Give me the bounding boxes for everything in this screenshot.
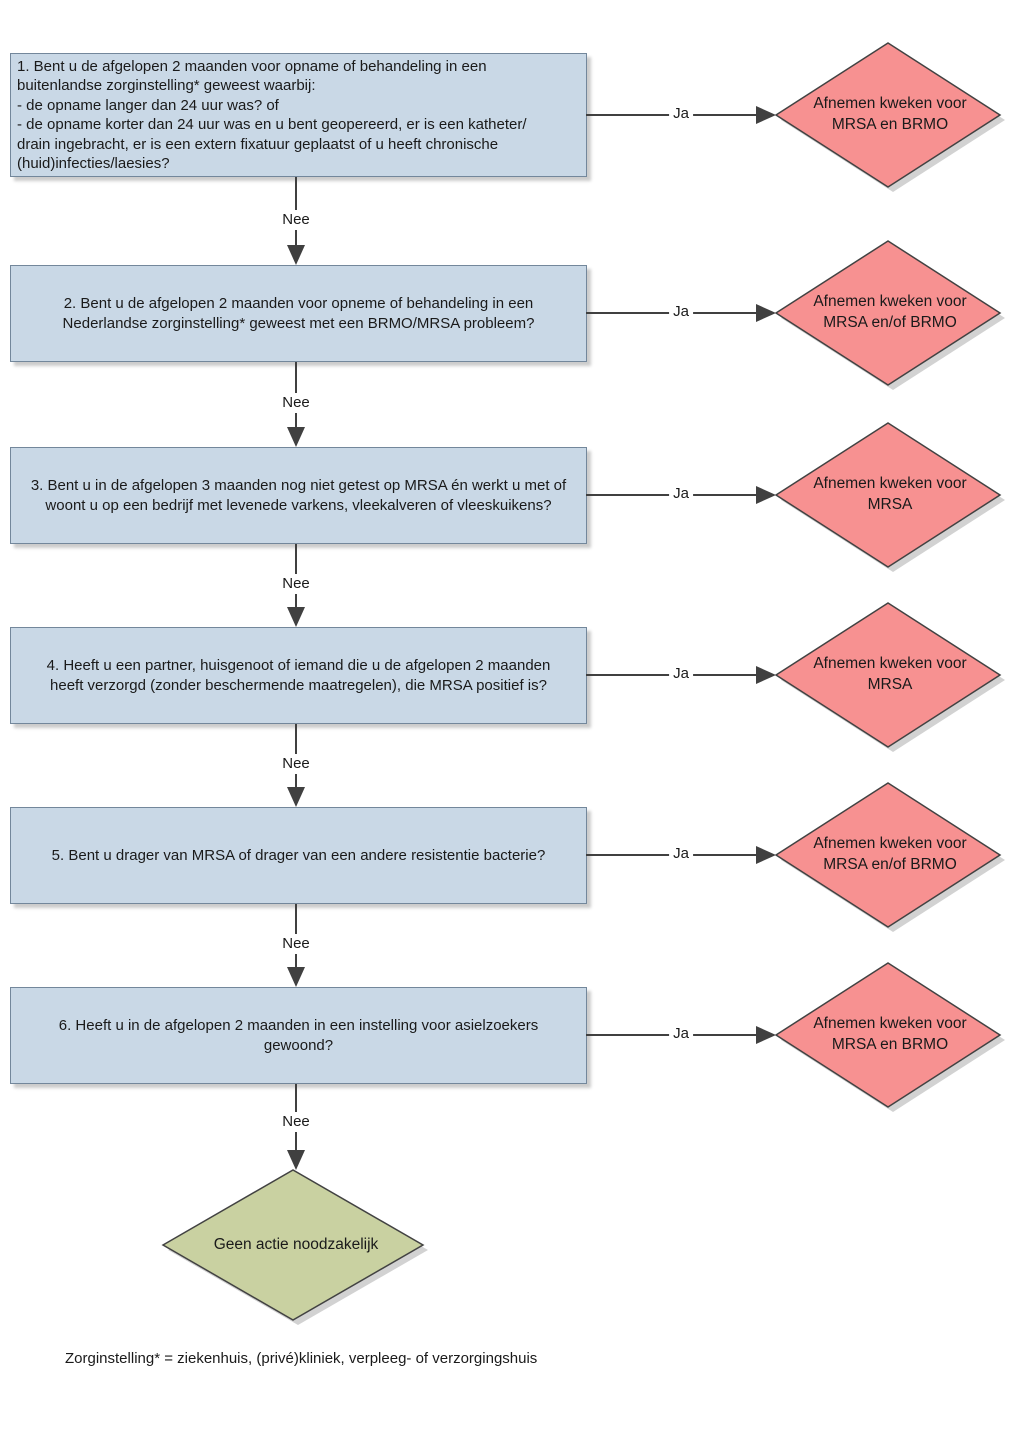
nee-label-2: Nee	[278, 393, 314, 413]
outcome-4-text: Afnemen kweken voor MRSA	[813, 655, 967, 693]
ja-label-1: Ja	[669, 104, 693, 124]
ja-label-3: Ja	[669, 484, 693, 504]
question-box-5: 5. Bent u drager van MRSA of drager van …	[10, 807, 587, 904]
question-4-text: 4. Heeft u een partner, huisgenoot of ie…	[46, 657, 551, 694]
ja-arrowhead-5	[756, 846, 776, 864]
nee-label-6: Nee	[278, 1112, 314, 1132]
question-1-text: 1. Bent u de afgelopen 2 maanden voor op…	[17, 57, 527, 173]
question-box-6: 6. Heeft u in de afgelopen 2 maanden in …	[10, 987, 587, 1084]
outcome-3-text: Afnemen kweken voor MRSA	[813, 475, 967, 513]
nee-arrowhead-5	[287, 967, 305, 987]
diamond-icon	[774, 782, 1005, 932]
nee-label-5: Nee	[278, 934, 314, 954]
question-2-text: 2. Bent u de afgelopen 2 maanden voor op…	[62, 295, 535, 332]
outcome-node-3: Afnemen kweken voor MRSA	[772, 419, 1008, 577]
diamond-icon	[774, 422, 1005, 572]
nee-arrowhead-4	[287, 787, 305, 807]
outcome-node-2: Afnemen kweken voor MRSA en/of BRMO	[772, 237, 1008, 395]
ja-label-6: Ja	[669, 1024, 693, 1044]
diamond-icon	[774, 602, 1005, 752]
diamond-icon	[161, 1169, 428, 1325]
ja-arrowhead-2	[756, 304, 776, 322]
ja-label-2: Ja	[669, 302, 693, 322]
outcome-node-4: Afnemen kweken voor MRSA	[772, 599, 1008, 757]
nee-label-1: Nee	[278, 210, 314, 230]
outcome-2-text: Afnemen kweken voor MRSA en/of BRMO	[813, 293, 967, 331]
question-5-text: 5. Bent u drager van MRSA of drager van …	[51, 846, 546, 864]
outcome-node-5: Afnemen kweken voor MRSA en/of BRMO	[772, 779, 1008, 937]
final-node: Geen actie noodzakelijk	[158, 1163, 434, 1333]
nee-arrowhead-2	[287, 427, 305, 447]
diamond-icon	[774, 240, 1005, 390]
outcome-6-text: Afnemen kweken voor MRSA en BRMO	[813, 1015, 967, 1053]
diamond-icon	[774, 962, 1005, 1112]
diamond-icon	[774, 42, 1005, 192]
ja-label-5: Ja	[669, 844, 693, 864]
nee-label-3: Nee	[278, 574, 314, 594]
outcome-5-text: Afnemen kweken voor MRSA en/of BRMO	[813, 835, 967, 873]
question-box-2: 2. Bent u de afgelopen 2 maanden voor op…	[10, 265, 587, 362]
question-box-3: 3. Bent u in de afgelopen 3 maanden nog …	[10, 447, 587, 544]
ja-label-4: Ja	[669, 664, 693, 684]
ja-arrowhead-4	[756, 666, 776, 684]
final-node-text: Geen actie noodzakelijk	[213, 1235, 379, 1253]
question-box-1: 1. Bent u de afgelopen 2 maanden voor op…	[10, 53, 587, 177]
ja-arrowhead-1	[756, 106, 776, 124]
outcome-node-1: Afnemen kweken voor MRSA en BRMO	[772, 39, 1008, 197]
footnote: Zorginstelling* = ziekenhuis, (privé)kli…	[65, 1350, 538, 1367]
nee-arrowhead-6	[287, 1150, 305, 1170]
question-3-text: 3. Bent u in de afgelopen 3 maanden nog …	[30, 477, 567, 514]
question-box-4: 4. Heeft u een partner, huisgenoot of ie…	[10, 627, 587, 724]
outcome-1-text: Afnemen kweken voor MRSA en BRMO	[813, 95, 967, 133]
question-6-text: 6. Heeft u in de afgelopen 2 maanden in …	[58, 1017, 539, 1054]
nee-arrowhead-1	[287, 245, 305, 265]
ja-arrowhead-6	[756, 1026, 776, 1044]
nee-label-4: Nee	[278, 754, 314, 774]
outcome-node-6: Afnemen kweken voor MRSA en BRMO	[772, 959, 1008, 1117]
ja-arrowhead-3	[756, 486, 776, 504]
nee-arrowhead-3	[287, 607, 305, 627]
